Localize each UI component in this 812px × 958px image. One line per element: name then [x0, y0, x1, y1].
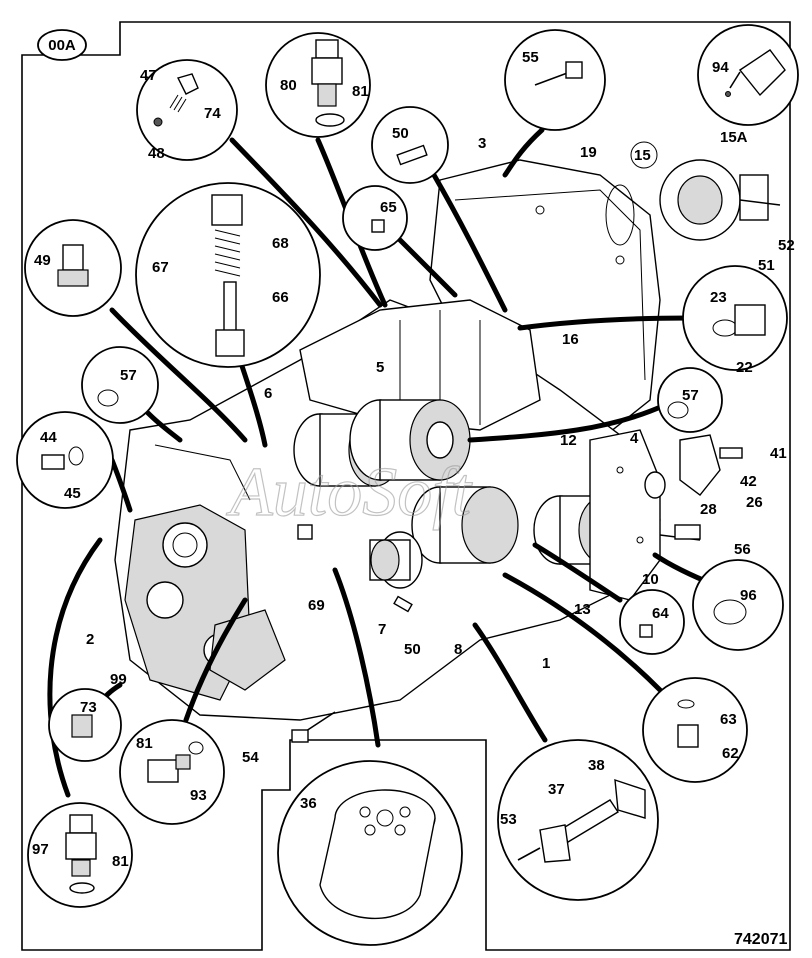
callout-49: 49 — [34, 252, 51, 269]
detail-bubble-sensor-97 — [27, 802, 133, 908]
callout-68: 68 — [272, 235, 289, 252]
detail-bubble-ring-57-left — [81, 346, 159, 424]
detail-bubble-oil-filter — [277, 760, 463, 946]
detail-bubble-pipe-37 — [497, 739, 659, 901]
callout-5: 5 — [376, 359, 384, 376]
callout-81-bottom: 81 — [112, 853, 129, 870]
detail-bubble-plug-73 — [48, 688, 122, 762]
callout-36: 36 — [300, 795, 317, 812]
drawing-frame — [21, 21, 791, 951]
callout-73: 73 — [80, 699, 97, 716]
detail-bubble-bolt-55 — [504, 29, 606, 131]
callout-41: 41 — [770, 445, 787, 462]
callout-94: 94 — [712, 59, 729, 76]
detail-bubble-plug-62 — [642, 677, 748, 783]
callout-55: 55 — [522, 49, 539, 66]
callout-57-left: 57 — [120, 367, 137, 384]
callout-labels: 47 74 48 80 81 55 94 50 3 19 15 15A 52 5… — [32, 49, 795, 948]
callout-4: 4 — [630, 430, 639, 447]
callout-96: 96 — [740, 587, 757, 604]
callout-74: 74 — [204, 105, 221, 122]
callout-47: 47 — [140, 67, 157, 84]
detail-bubble-sensor-93 — [119, 719, 225, 825]
callout-26: 26 — [746, 494, 763, 511]
callout-1: 1 — [542, 655, 550, 672]
callout-42: 42 — [740, 473, 757, 490]
callout-50-bottom: 50 — [404, 641, 421, 658]
callout-67: 67 — [152, 259, 169, 276]
detail-bubble-plug-65 — [342, 185, 408, 251]
callout-45: 45 — [64, 485, 81, 502]
callout-50-top: 50 — [392, 125, 409, 142]
callout-6: 6 — [264, 385, 272, 402]
callout-28: 28 — [700, 501, 717, 518]
callout-13: 13 — [574, 601, 591, 618]
detail-bubble-fitting-49 — [24, 219, 122, 317]
detail-bubble-ring-96 — [692, 559, 784, 651]
callout-15: 15 — [634, 147, 651, 164]
callout-51: 51 — [758, 257, 775, 274]
leader-lines — [47, 127, 718, 798]
callout-65: 65 — [380, 199, 397, 216]
transmission-assembly — [114, 159, 781, 743]
callout-64: 64 — [652, 605, 669, 622]
detail-bubble-sealant-94 — [697, 24, 799, 126]
callout-38: 38 — [588, 757, 605, 774]
callout-8: 8 — [454, 641, 462, 658]
callout-69: 69 — [308, 597, 325, 614]
callout-19: 19 — [580, 144, 597, 161]
callout-81-top: 81 — [352, 83, 369, 100]
callout-44: 44 — [40, 429, 57, 446]
callout-62: 62 — [722, 745, 739, 762]
svg-text:00A: 00A — [48, 37, 76, 54]
callout-63: 63 — [720, 711, 737, 728]
callout-99: 99 — [110, 671, 127, 688]
callout-52: 52 — [778, 237, 795, 254]
detail-bubble-valve-spring — [135, 182, 321, 368]
callout-37: 37 — [548, 781, 565, 798]
detail-bubble-pin-50 — [371, 106, 449, 184]
detail-bubble-plug-22 — [682, 265, 788, 371]
detail-bubble-breather — [136, 59, 238, 161]
callout-97: 97 — [32, 841, 49, 858]
callout-93: 93 — [190, 787, 207, 804]
callout-66: 66 — [272, 289, 289, 306]
callout-7: 7 — [378, 621, 386, 638]
detail-bubble-plug-44 — [16, 411, 114, 509]
callout-48: 48 — [148, 145, 165, 162]
callout-56: 56 — [734, 541, 751, 558]
callout-54: 54 — [242, 749, 259, 766]
callout-53: 53 — [500, 811, 517, 828]
callout-15A: 15A — [720, 129, 748, 146]
detail-bubble-ring-57-right — [657, 367, 723, 433]
detail-bubble-plug-64 — [619, 589, 685, 655]
callout-81-mid: 81 — [136, 735, 153, 752]
callout-10: 10 — [642, 571, 659, 588]
callout-22: 22 — [736, 359, 753, 376]
watermark: AutoSoft — [226, 454, 473, 531]
callout-57-right: 57 — [682, 387, 699, 404]
callout-80: 80 — [280, 77, 297, 94]
callout-3: 3 — [478, 135, 486, 152]
detail-bubble-sensor-top — [265, 32, 371, 138]
drawing-number: 742071 — [734, 931, 787, 948]
callout-2: 2 — [86, 631, 94, 648]
callout-12: 12 — [560, 432, 577, 449]
callout-16: 16 — [562, 331, 579, 348]
callout-23: 23 — [710, 289, 727, 306]
sheet-code-badge: 00A — [37, 29, 87, 61]
